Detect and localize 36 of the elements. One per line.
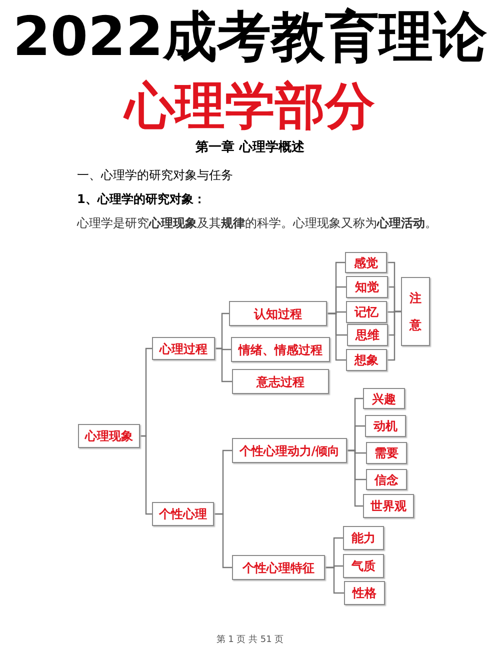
concept-box: 信念 — [366, 469, 407, 490]
chapter-heading: 第一章 心理学概述 — [194, 138, 306, 157]
connector — [325, 566, 344, 594]
concept-box: 记忆 — [346, 301, 387, 323]
concept-box: 个性心理动力/倾向 — [232, 438, 347, 463]
section-heading: 一、心理学的研究对象与任务 — [77, 167, 233, 184]
concept-box: 心理现象 — [78, 424, 140, 448]
concept-box: 注意 — [401, 277, 430, 346]
concept-box: 情绪、情感过程 — [231, 337, 330, 362]
concept-box: 能力 — [343, 526, 384, 550]
connector — [347, 450, 363, 507]
paragraph: 心理学是研究心理现象及其规律的科学。心理现象又称为心理活动。 — [77, 215, 438, 232]
connector — [214, 513, 232, 568]
concept-box: 个性心理 — [152, 502, 214, 526]
connector — [140, 435, 152, 515]
concept-box: 认知过程 — [229, 301, 327, 326]
title: 2022成考教育理论 — [12, 4, 488, 70]
concept-box: 思维 — [347, 324, 388, 346]
concept-box: 需要 — [366, 442, 407, 464]
subtitle: 心理学部分 — [122, 76, 376, 136]
concept-box: 想象 — [346, 349, 387, 371]
connector — [387, 310, 401, 361]
concept-box: 个性心理特征 — [232, 555, 325, 580]
page-footer: 第 1 页 共 51 页 — [0, 634, 500, 648]
concept-box: 知觉 — [346, 276, 388, 298]
concept-box: 意志过程 — [232, 369, 329, 394]
connector — [215, 348, 232, 382]
concept-box: 兴趣 — [363, 388, 405, 409]
connector — [327, 312, 346, 361]
concept-box: 动机 — [365, 415, 406, 437]
concept-box: 感觉 — [345, 252, 387, 273]
subsection-heading: 1、心理学的研究对象： — [77, 191, 206, 208]
concept-box: 心理过程 — [152, 337, 215, 360]
concept-box: 气质 — [343, 554, 384, 578]
concept-box: 世界观 — [363, 494, 414, 518]
concept-box: 性格 — [344, 581, 385, 605]
